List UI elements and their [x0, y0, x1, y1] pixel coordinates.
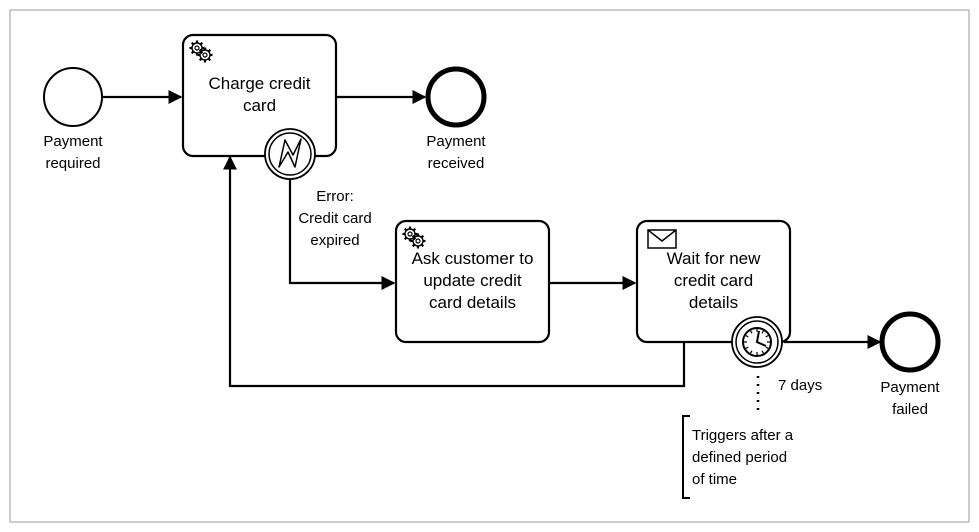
end-event-received-label: Payment received — [426, 133, 486, 172]
timer-boundary-event — [731, 316, 783, 368]
start-event — [43, 67, 103, 127]
error-boundary-event — [264, 128, 316, 180]
timer-event-label: 7 days — [778, 377, 823, 394]
task-ask-label: Ask customer to update credit card detai… — [411, 249, 534, 312]
task-charge-label: Charge credit card — [208, 74, 311, 115]
flow-wait-to-charge — [223, 155, 686, 388]
task-charge-credit-card — [181, 33, 338, 158]
end-event-payment-received — [425, 66, 487, 128]
lightning-icon — [278, 138, 302, 168]
annotation-bracket — [682, 415, 690, 499]
annotation-text: Triggers after a defined period of time — [692, 427, 794, 488]
envelope-icon — [647, 229, 677, 249]
flow-error-to-ask — [288, 176, 396, 290]
task-wait-label: Wait for new credit card details — [666, 249, 761, 312]
task-ask-customer — [394, 219, 551, 344]
end-event-payment-failed — [879, 311, 941, 373]
task-wait-for-details — [635, 219, 792, 344]
start-event-label: Payment required — [43, 133, 103, 172]
clock-icon — [742, 327, 772, 357]
error-event-label: Error: Credit card expired — [298, 188, 372, 249]
end-event-failed-label: Payment failed — [880, 379, 940, 418]
